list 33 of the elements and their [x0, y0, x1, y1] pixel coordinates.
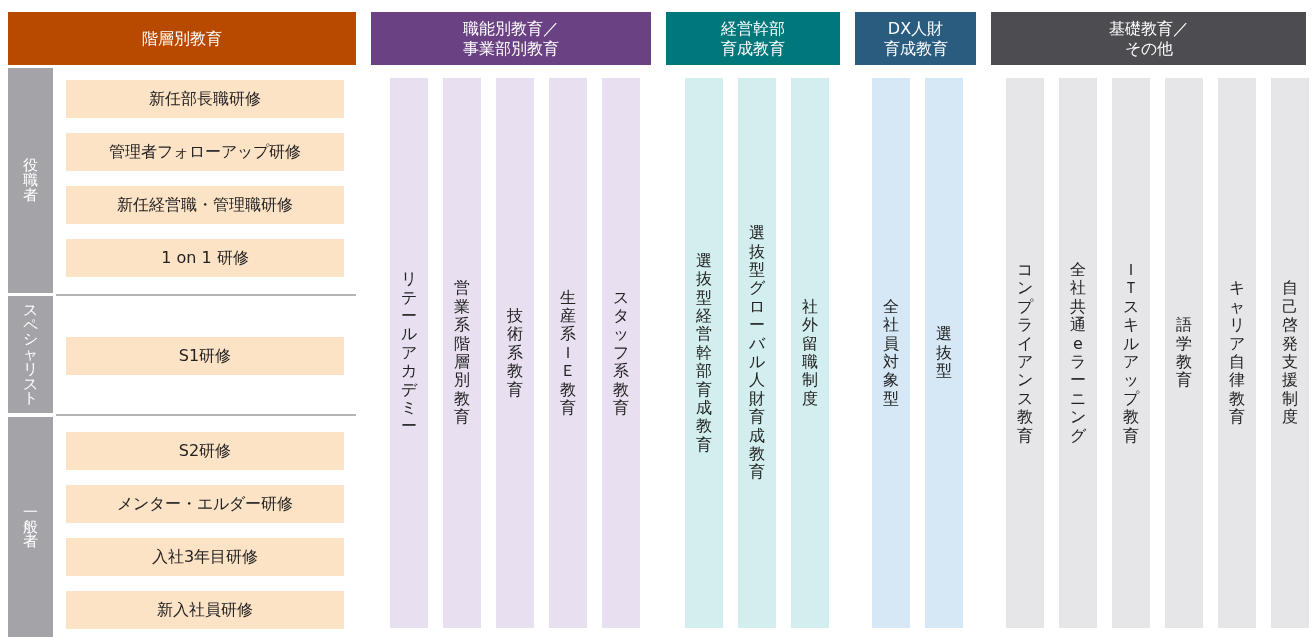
program-bar: 営業系階層別教育: [443, 78, 481, 628]
program-bar: 社外留職制度: [791, 78, 829, 628]
program-bar: 技術系教育: [496, 78, 534, 628]
level-band: 一般者: [8, 417, 53, 637]
program-box: 新任経営職・管理職研修: [66, 186, 344, 224]
category-header: 基礎教育／その他: [991, 12, 1306, 65]
program-bar: 語学教育: [1165, 78, 1203, 628]
program-bar: リテールアカデミー: [390, 78, 428, 628]
program-bar: 全社共通eラーニング: [1059, 78, 1097, 628]
program-box: 入社3年目研修: [66, 538, 344, 576]
program-bar: 生産系ＩＥ教育: [549, 78, 587, 628]
program-bar: 自己啓発支援制度: [1271, 78, 1309, 628]
program-box: 1 on 1 研修: [66, 239, 344, 277]
program-box: S1研修: [66, 337, 344, 375]
program-bar: スタッフ系教育: [602, 78, 640, 628]
program-box: 管理者フォローアップ研修: [66, 133, 344, 171]
program-box: 新入社員研修: [66, 591, 344, 629]
program-box: 新任部長職研修: [66, 80, 344, 118]
level-band: 役職者: [8, 68, 53, 293]
program-bar: ＩＴスキルアップ教育: [1112, 78, 1150, 628]
category-header: 職能別教育／事業部別教育: [371, 12, 651, 65]
category-header: 階層別教育: [8, 12, 356, 65]
program-bar: 選抜型経営幹部育成教育: [685, 78, 723, 628]
level-band: スペシャリスト: [8, 296, 53, 413]
program-bar: キャリア自律教育: [1218, 78, 1256, 628]
category-header: DX人財育成教育: [855, 12, 976, 65]
program-bar: 選抜型: [925, 78, 963, 628]
program-bar: コンプライアンス教育: [1006, 78, 1044, 628]
program-box: S2研修: [66, 432, 344, 470]
category-header: 経営幹部育成教育: [666, 12, 840, 65]
program-bar: 選抜型グローバル人財育成教育: [738, 78, 776, 628]
program-bar: 全社員対象型: [872, 78, 910, 628]
program-box: メンター・エルダー研修: [66, 485, 344, 523]
